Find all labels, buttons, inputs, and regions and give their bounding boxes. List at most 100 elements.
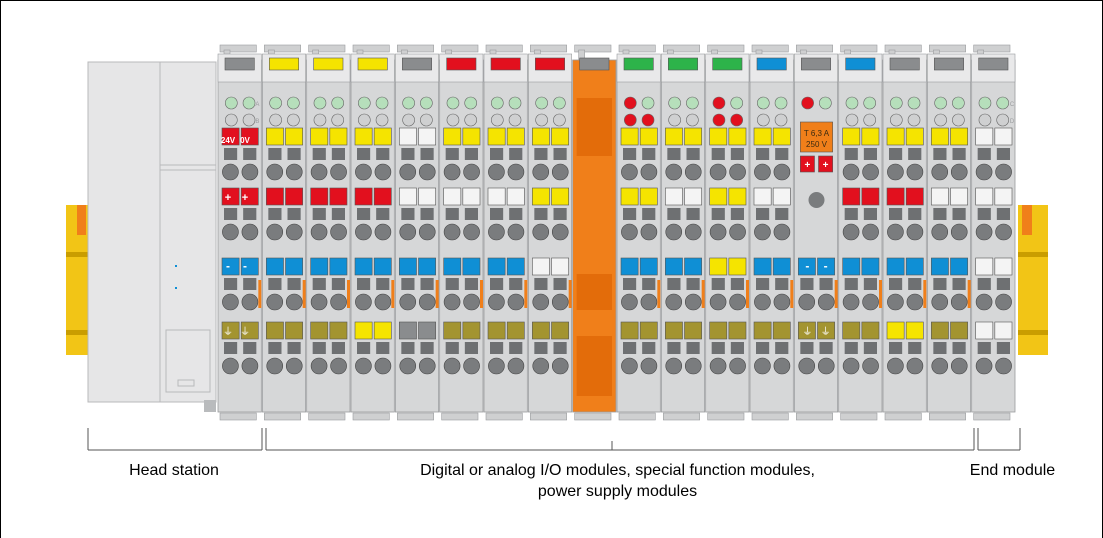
clamp-slot-left: [977, 278, 991, 290]
push-button-left: [665, 257, 683, 276]
marker-strip: [801, 57, 831, 71]
led-letter-a: A: [255, 102, 259, 108]
marker-strip: [357, 57, 388, 71]
push-button-left: [487, 321, 506, 340]
bottom-comb: [397, 412, 434, 421]
marker-strip: [756, 57, 787, 71]
push-button-left: [266, 187, 284, 206]
wire-entry-right: [950, 223, 968, 241]
wire-entry-left: [665, 163, 683, 181]
led-a: [668, 96, 681, 110]
wire-entry-right: [374, 223, 392, 241]
clamp-slot-right: [730, 278, 744, 290]
led-a: [535, 96, 548, 110]
led-c: [686, 96, 699, 110]
wire-entry-left: [709, 293, 727, 311]
bottom-comb: [530, 412, 567, 421]
clamp-slot-left: [889, 278, 903, 290]
wire-entry-left: [798, 293, 816, 311]
clamp-slot-right: [952, 278, 966, 290]
clamp-slot-left: [933, 148, 947, 160]
top-comb: [264, 44, 301, 53]
head-station-housing: [87, 61, 217, 403]
clamp-slot-left: [844, 208, 858, 220]
clamp-slot-right: [243, 342, 257, 354]
power-jumper-contact: [879, 280, 882, 308]
frame-top-border: [0, 0, 1103, 1]
push-button-right: [684, 187, 702, 206]
led-b: [313, 113, 327, 127]
push-button-left: [842, 321, 861, 340]
wire-entry-right: [906, 357, 924, 375]
push-button-right: [861, 321, 880, 340]
wire-entry-right: [330, 223, 347, 241]
top-comb: [441, 44, 479, 53]
mark-plus-1: +: [225, 192, 231, 204]
label-end-module: End module: [969, 462, 1056, 479]
clamp-slot-left: [623, 278, 637, 290]
led-b: [225, 113, 238, 127]
bottom-comb: [973, 412, 1011, 421]
head-station-foot: [204, 400, 216, 412]
push-button-right: [418, 127, 436, 146]
top-comb: [840, 44, 878, 53]
marker-strip: [490, 57, 521, 71]
led-d: [464, 113, 478, 127]
marker-strip: [934, 57, 964, 71]
clamp-slot-left: [312, 208, 326, 220]
push-button-left: [266, 257, 284, 276]
marker-strip: [224, 57, 255, 71]
led-c: [641, 96, 655, 110]
push-button-right: [684, 127, 702, 146]
push-button-right: [462, 187, 481, 206]
push-button-left: [266, 127, 284, 146]
push-button-right: [551, 127, 569, 146]
marker-strip: [712, 57, 743, 71]
clamp-slot-right: [908, 208, 922, 220]
wire-entry-left: [931, 163, 949, 181]
wire-entry-right: [241, 223, 259, 241]
wire-entry-left: [842, 163, 860, 181]
wire-entry-right: [684, 163, 702, 181]
clamp-slot-right: [775, 148, 789, 160]
clamp-slot-left: [357, 148, 371, 160]
led-b: [934, 113, 947, 127]
led-b: [756, 113, 770, 127]
module-14-fuse: [793, 44, 839, 421]
module-8-io: [527, 44, 573, 421]
wire-entry-left: [754, 293, 771, 311]
push-button-left: [620, 257, 639, 276]
wire-entry-right: [906, 223, 924, 241]
led-a: [269, 96, 282, 110]
marker-strip: [269, 57, 299, 71]
wire-entry-right: [862, 223, 879, 241]
marker-strip: [623, 57, 654, 71]
led-a: [845, 96, 859, 110]
clamp-slot-right: [243, 278, 257, 290]
clamp-slot-right: [464, 148, 478, 160]
wire-entry-right: [862, 357, 879, 375]
push-button-left: [886, 321, 905, 340]
clamp-slot-right: [996, 278, 1010, 290]
push-button-left: [842, 127, 861, 146]
clamp-slot-left: [490, 208, 504, 220]
power-jumper-contact: [834, 280, 838, 308]
push-button-left: [665, 187, 683, 206]
clamp-slot-right: [420, 208, 434, 220]
wire-entry-left: [931, 223, 949, 241]
marker-strip: [313, 57, 344, 71]
push-button-right: [240, 321, 259, 340]
clamp-slot-right: [952, 342, 966, 354]
clamp-slot-left: [357, 208, 371, 220]
push-button-left: [798, 321, 816, 340]
push-button-left: [842, 187, 861, 206]
mark-minus-1: -: [226, 259, 230, 273]
led-b: [446, 113, 460, 127]
clamp-slot-right: [686, 148, 700, 160]
clamp-slot-right: [863, 342, 877, 354]
wire-entry-right: [241, 163, 259, 181]
power-jumper-contact: [347, 280, 350, 308]
wire-entry-left: [621, 163, 638, 181]
push-button-left: [798, 257, 816, 276]
clamp-slot-left: [756, 342, 770, 354]
